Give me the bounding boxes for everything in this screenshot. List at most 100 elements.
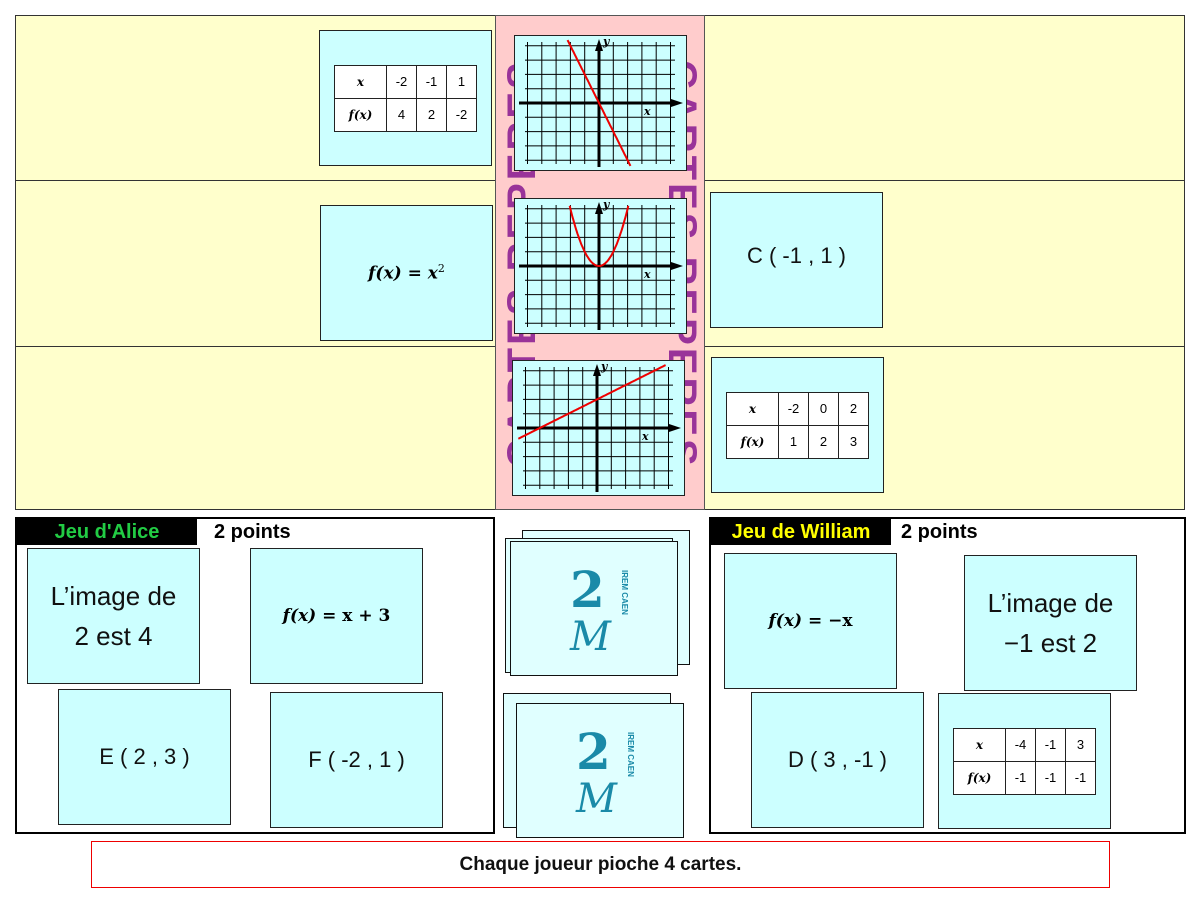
formula: f(x) = x2	[368, 262, 445, 284]
image-statement: L’image de 2 est 4	[51, 576, 177, 656]
y-axis-label: y	[600, 361, 609, 373]
formula-lhs: f(x)	[368, 263, 402, 284]
x-axis-arrow	[671, 99, 683, 107]
point-label: D ( 3 , -1 )	[787, 747, 887, 772]
point-label: E ( 2 , 3 )	[99, 744, 190, 769]
function-curve	[568, 205, 630, 267]
point-label: F ( -2 , 1 )	[308, 747, 405, 772]
x-axis-arrow	[669, 424, 681, 432]
cell: 1	[778, 424, 809, 459]
formula-lhs: f(x)	[768, 611, 803, 631]
function-curve	[517, 364, 666, 440]
cell: -2	[386, 64, 417, 99]
cell: 1	[446, 64, 477, 99]
x-header: x	[953, 727, 1006, 762]
y-axis-label: y	[602, 199, 611, 211]
alice-title: Jeu d'Alice	[17, 519, 197, 545]
x-axis-label: x	[643, 268, 651, 281]
cell: -1	[1035, 727, 1066, 762]
coordinate-graph: xy	[517, 361, 681, 492]
formula-card[interactable]: f(x) = x2	[320, 205, 493, 341]
point-card[interactable]: D ( 3 , -1 )	[751, 692, 924, 828]
image-line1: L’image de	[987, 588, 1114, 618]
x-header: x	[334, 64, 387, 99]
cell: 2	[808, 424, 839, 459]
formula-exponent: 2	[437, 262, 445, 276]
william-title: Jeu de William	[711, 519, 891, 545]
alice-points: 2 points	[214, 521, 291, 543]
instruction-message: Chaque joueur pioche 4 cartes.	[91, 841, 1110, 888]
cell: -1	[416, 64, 447, 99]
william-title-text: Jeu de William	[731, 521, 871, 543]
image-line2: −1 est 2	[1003, 628, 1098, 658]
image-line2: 2 est 4	[74, 621, 153, 651]
coordinate-graph: xy	[519, 199, 683, 330]
cell: 3	[838, 424, 869, 459]
image-card[interactable]: L’image de −1 est 2	[964, 555, 1137, 691]
cell: 2	[416, 97, 447, 132]
point-card[interactable]: E ( 2 , 3 )	[58, 689, 231, 825]
cell: 0	[808, 391, 839, 426]
cell: -1	[1065, 760, 1096, 795]
cell: -2	[778, 391, 809, 426]
formula-rhs: = x + 3	[316, 606, 391, 626]
william-points: 2 points	[901, 521, 978, 543]
logo-digit: 2	[570, 562, 605, 619]
logo-text: IREM CAEN	[626, 732, 635, 777]
cell: 4	[386, 97, 417, 132]
x-axis-label: x	[641, 430, 649, 443]
fx-header: f(x)	[953, 760, 1006, 795]
cell: -1	[1035, 760, 1066, 795]
formula: f(x) = x + 3	[283, 606, 391, 626]
formula-rhs: = −x	[802, 611, 853, 631]
formula: f(x) = −x	[768, 611, 852, 631]
logo-letter: M	[569, 614, 612, 657]
y-axis-arrow	[593, 364, 601, 376]
formula-card[interactable]: f(x) = x + 3	[250, 548, 423, 684]
y-axis-label: y	[602, 36, 611, 48]
point-card[interactable]: F ( -2 , 1 )	[270, 692, 443, 828]
cell: -2	[446, 97, 477, 132]
y-axis-arrow	[595, 39, 603, 51]
image-line1: L’image de	[50, 581, 177, 611]
formula-eq: =	[401, 263, 428, 284]
point-label: C ( -1 , 1 )	[746, 243, 846, 268]
cell: -4	[1005, 727, 1036, 762]
x-axis-arrow	[671, 262, 683, 270]
y-axis-arrow	[595, 202, 603, 214]
image-card[interactable]: L’image de 2 est 4	[27, 548, 200, 684]
irem-logo-graphic: 2M IREM CAEN	[575, 722, 635, 822]
cell: 2	[838, 391, 869, 426]
cell: -1	[1005, 760, 1036, 795]
logo-digit: 2	[576, 724, 611, 781]
formula-lhs: f(x)	[282, 606, 317, 626]
coordinate-graph: xy	[519, 36, 683, 167]
x-axis-label: x	[643, 105, 651, 118]
irem-logo-graphic: 2M IREM CAEN	[569, 560, 629, 660]
point-card[interactable]: C ( -1 , 1 )	[710, 192, 883, 328]
formula-card[interactable]: f(x) = −x	[724, 553, 897, 689]
fx-header: f(x)	[726, 424, 779, 459]
alice-title-text: Jeu d'Alice	[54, 521, 160, 543]
logo-text: IREM CAEN	[620, 570, 629, 615]
logo-letter: M	[575, 776, 618, 819]
function-curve	[566, 39, 632, 167]
x-header: x	[726, 391, 779, 426]
fx-header: f(x)	[334, 97, 387, 132]
formula-rhs: x	[427, 263, 438, 284]
cell: 3	[1065, 727, 1096, 762]
image-statement: L’image de −1 est 2	[988, 583, 1114, 663]
